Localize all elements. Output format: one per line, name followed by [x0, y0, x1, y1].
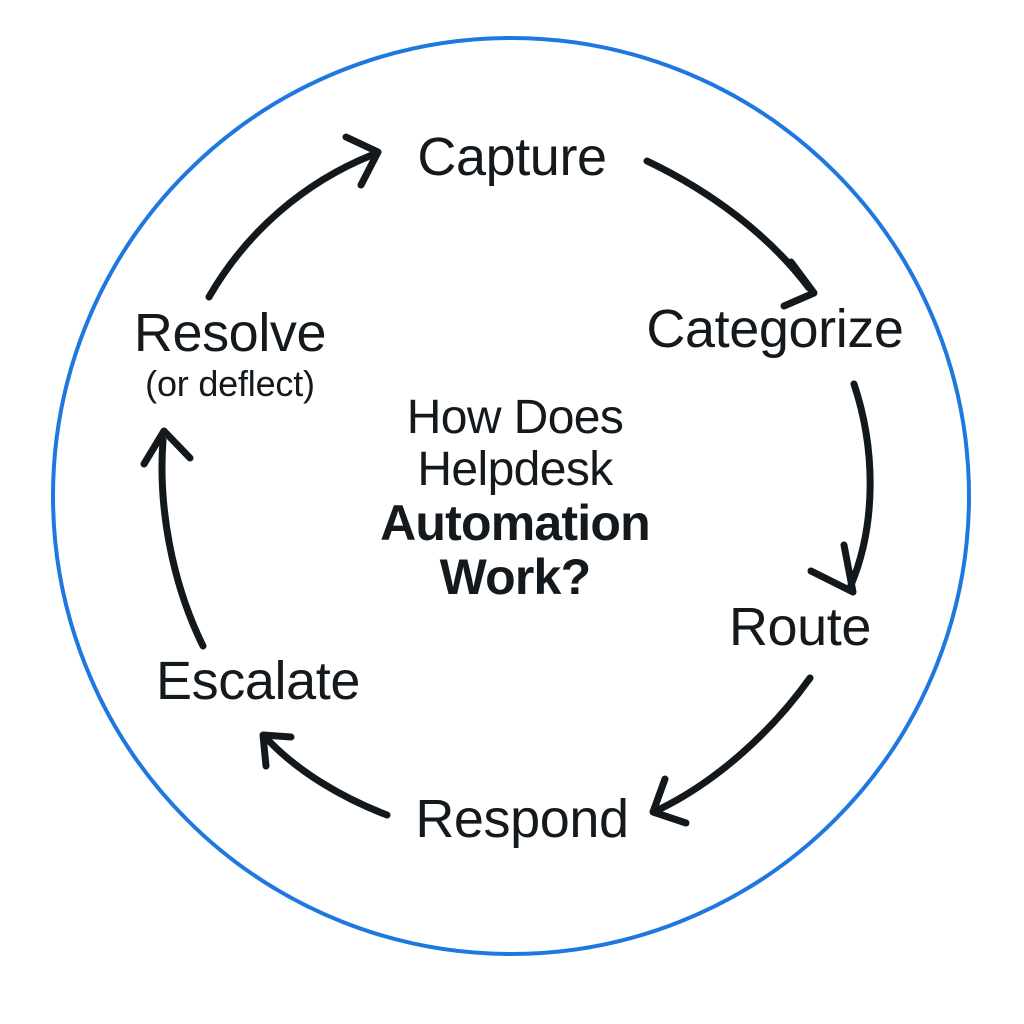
arrow-respond-to-escalate — [259, 731, 391, 819]
step-label-resolve-text: Resolve — [133, 303, 327, 363]
step-label-capture-text: Capture — [417, 127, 607, 187]
center-title-line-1: How Does — [406, 391, 624, 444]
center-title-line-4: Work? — [439, 548, 591, 605]
step-label-respond-text: Respond — [415, 789, 629, 849]
step-label-route[interactable]: Route — [728, 597, 872, 657]
outer-ring-circle — [51, 36, 971, 956]
step-label-route-text: Route — [728, 597, 872, 657]
step-label-escalate-text: Escalate — [156, 651, 360, 711]
center-title: How Does Helpdesk Automation Work? — [380, 391, 651, 605]
arrow-capture-to-categorize — [643, 157, 818, 310]
arrow-route-to-respond — [649, 674, 814, 827]
center-title-line-3: Automation — [380, 494, 651, 551]
step-label-categorize-text: Categorize — [646, 299, 904, 359]
step-label-categorize[interactable]: Categorize — [646, 299, 904, 359]
center-title-line-2: Helpdesk — [417, 442, 613, 496]
step-label-escalate[interactable]: Escalate — [156, 654, 360, 708]
step-sublabel-resolve-text: (or deflect) — [145, 363, 315, 404]
step-label-capture[interactable]: Capture — [417, 127, 607, 187]
arrow-resolve-to-capture — [205, 133, 382, 301]
arrow-escalate-to-resolve — [140, 427, 207, 650]
arrow-categorize-to-route — [807, 380, 874, 596]
step-label-respond[interactable]: Respond — [415, 789, 629, 849]
step-label-resolve[interactable]: Resolve (or deflect) — [133, 303, 327, 404]
